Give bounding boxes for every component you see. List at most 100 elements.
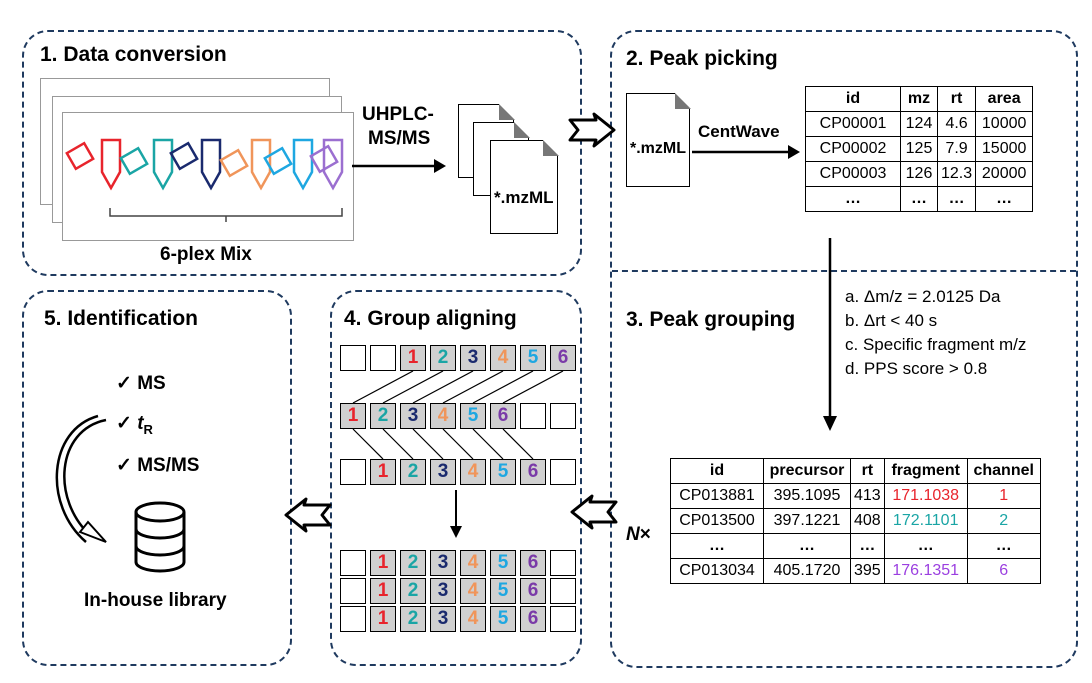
mzml-file-front <box>490 139 559 234</box>
n-times-label: N× <box>626 524 651 546</box>
condition-a: a. Δm/z = 2.0125 Da <box>845 287 1001 306</box>
table-cell: 20000 <box>975 161 1034 187</box>
aligned-row-3: 1 2 3 4 5 6 <box>340 606 580 632</box>
table-cell: 7.9 <box>936 136 977 162</box>
align-cell-empty <box>550 550 576 576</box>
group-table-header-cell: rt <box>850 458 885 484</box>
check-mark-icon: ✓ <box>116 413 132 434</box>
aligned-row-2: 1 2 3 4 5 6 <box>340 578 580 604</box>
group-table-header: id precursor rt fragment channel <box>670 458 1041 484</box>
table-cell: 124 <box>900 111 938 137</box>
table-cell: 15000 <box>975 136 1034 162</box>
align-cell: 2 <box>370 403 396 429</box>
mix-label: 6-plex Mix <box>160 244 252 265</box>
peak-table-header: id mz rt area <box>805 86 1034 112</box>
align-cell: 4 <box>460 550 486 576</box>
table-cell: 10000 <box>975 111 1034 137</box>
table-cell: 413 <box>850 483 885 509</box>
condition-d: d. PPS score > 0.8 <box>845 359 988 378</box>
align-cell: 6 <box>520 550 546 576</box>
align-cell-empty <box>370 345 396 371</box>
tubes-illustration <box>65 138 344 222</box>
group-table-header-cell: precursor <box>763 458 851 484</box>
flow-arrow-left-icon <box>284 497 332 533</box>
panel-identification <box>22 290 292 666</box>
align-cell: 3 <box>430 550 456 576</box>
curved-arrow-icon <box>55 414 107 543</box>
check-ms: ✓ MS <box>116 372 166 395</box>
times-label: × <box>639 524 651 545</box>
align-cell: 5 <box>520 345 546 371</box>
align-cell: 5 <box>490 578 516 604</box>
table-cell: 408 <box>850 508 885 534</box>
table-cell: 405.1720 <box>763 558 851 584</box>
instrument-label-line1: UHPLC- <box>362 104 434 125</box>
table-cell: … <box>850 533 885 559</box>
align-cell: 3 <box>400 403 426 429</box>
align-cell: 1 <box>370 578 396 604</box>
table-cell: 125 <box>900 136 938 162</box>
align-cell: 4 <box>460 606 486 632</box>
align-row-3: 1 2 3 4 5 6 <box>340 459 580 485</box>
align-cell: 6 <box>520 459 546 485</box>
align-cell: 2 <box>400 578 426 604</box>
check-ms-label: MS <box>137 373 166 394</box>
align-cell: 4 <box>460 459 486 485</box>
panel-peak-picking-grouping <box>610 30 1078 668</box>
align-cell: 3 <box>430 606 456 632</box>
align-cell: 2 <box>400 550 426 576</box>
align-cell-empty <box>340 578 366 604</box>
panel1-title: 1. Data conversion <box>40 43 227 66</box>
algorithm-label: CentWave <box>698 122 780 141</box>
table-cell: 397.1221 <box>763 508 851 534</box>
table-cell: CP013500 <box>670 508 764 534</box>
panel4-title: 4. Group aligning <box>344 307 517 330</box>
table-cell: … <box>966 533 1041 559</box>
panel-group-aligning <box>330 290 582 666</box>
table-cell: 172.1101 <box>883 508 968 534</box>
table-cell: CP00002 <box>805 136 901 162</box>
table-cell: … <box>975 186 1034 212</box>
peak-table-header-cell: mz <box>900 86 938 112</box>
peak-table: id mz rt area CP00001 124 4.6 10000 CP00… <box>805 86 1034 212</box>
table-cell: 126 <box>900 161 938 187</box>
table-cell: 176.1351 <box>883 558 968 584</box>
align-cell: 3 <box>430 578 456 604</box>
condition-c: c. Specific fragment m/z <box>845 335 1027 354</box>
library-label: In-house library <box>84 590 227 611</box>
align-cell: 6 <box>520 606 546 632</box>
table-row: CP00003 126 12.3 20000 <box>805 161 1034 187</box>
align-cell: 3 <box>430 459 456 485</box>
flow-arrow-left-icon <box>570 494 618 530</box>
aligned-row-1: 1 2 3 4 5 6 <box>340 550 580 576</box>
panel3-title: 3. Peak grouping <box>626 308 796 331</box>
panel-data-conversion <box>22 30 582 276</box>
table-cell: 1 <box>966 483 1041 509</box>
check-tr: ✓ tR <box>116 412 153 437</box>
table-row: CP013881 395.1095 413 171.1038 1 <box>670 483 1041 509</box>
flow-arrow-right-icon <box>568 112 616 148</box>
database-icon <box>134 501 186 573</box>
table-cell: … <box>900 186 938 212</box>
table-row: … … … … <box>805 186 1034 212</box>
align-row-1: 1 2 3 4 5 6 <box>340 345 580 371</box>
table-cell: … <box>883 533 968 559</box>
align-cell-empty <box>340 606 366 632</box>
table-cell: CP00001 <box>805 111 901 137</box>
n-label: N <box>626 524 640 545</box>
table-cell: … <box>805 186 901 212</box>
table-cell: 6 <box>966 558 1041 584</box>
table-cell: 4.6 <box>936 111 977 137</box>
group-table: id precursor rt fragment channel CP01388… <box>670 458 1041 584</box>
align-cell-empty <box>550 606 576 632</box>
align-cell-empty <box>550 459 576 485</box>
table-cell: … <box>936 186 977 212</box>
check-tr-label: t <box>137 413 144 434</box>
table-row: CP00001 124 4.6 10000 <box>805 111 1034 137</box>
align-cell: 1 <box>340 403 366 429</box>
check-mark-icon: ✓ <box>116 455 132 476</box>
condition-b: b. Δrt < 40 s <box>845 311 938 330</box>
peak-table-header-cell: id <box>805 86 901 112</box>
align-cell: 2 <box>430 345 456 371</box>
check-msms-label: MS/MS <box>137 455 200 476</box>
